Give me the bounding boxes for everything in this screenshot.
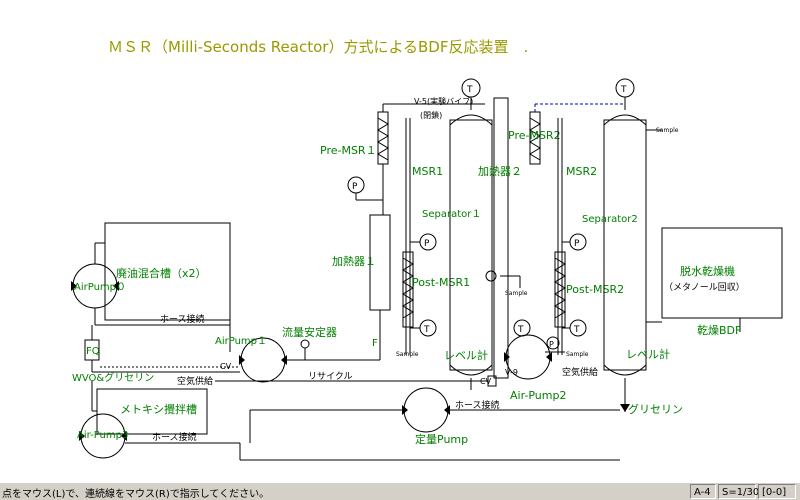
t-label-4: T (517, 325, 524, 335)
air-pump2-label: Air-Pump2 (510, 389, 566, 402)
t-label-1: T (466, 85, 473, 95)
p-label-4: P (549, 340, 554, 349)
pressure-gauge-4 (546, 336, 560, 350)
level-meter1-label: レベル計 (444, 348, 488, 362)
scale-indicator[interactable]: S=1/30 (718, 484, 759, 499)
metering-pump (403, 387, 449, 433)
v5-label: V-5(実験バイブ) (414, 96, 473, 106)
pre-msr1-label: Pre-MSR１ (320, 144, 377, 157)
air-pump3-label: Air-Pump3 (77, 430, 128, 441)
post-msr1 (402, 251, 414, 328)
methoxy-tank-label: メトキシ攪拌槽 (120, 402, 197, 416)
heater2-label: 加熱器２ (478, 165, 522, 178)
msr2-label: MSR2 (566, 165, 597, 178)
pre-msr1 (377, 111, 389, 165)
separator2 (603, 119, 647, 371)
post-msr1-label: Post-MSR1 (412, 276, 470, 289)
status-bar: 点をマウス(L)で、連続線をマウス(R)で指示してください。 A-4 S=1/3… (0, 482, 800, 500)
diagram-title: ＭＳＲ（Milli-Seconds Reactor）方式によるBDF反応装置 . (108, 38, 528, 56)
f-label: F (372, 338, 378, 349)
hose-conn3-label: ホース接続 (455, 399, 500, 411)
heater2 (493, 97, 509, 379)
sheet-size[interactable]: A-4 (690, 484, 716, 499)
v5b-label: (閉鎖) (420, 110, 442, 120)
sample-label-3: Sample (566, 351, 589, 358)
hose-conn1-label: ホース接続 (160, 313, 205, 325)
separator2-label: Separator2 (582, 214, 638, 225)
drawing-canvas[interactable]: ＭＳＲ（Milli-Seconds Reactor）方式によるBDF反応装置 .… (0, 0, 800, 482)
methanol-recovery-label: （メタノール回収） (664, 281, 745, 293)
post-msr2 (554, 251, 566, 328)
heater2-node (485, 270, 497, 282)
process-diagram: ＭＳＲ（Milli-Seconds Reactor）方式によるBDF反応装置 .… (71, 38, 783, 461)
hose-conn2-label: ホース接続 (152, 431, 197, 443)
flow-stabilizer-label: 流量安定器 (282, 325, 337, 339)
separator1 (449, 119, 493, 371)
air-supply1-label: 空気供給 (177, 375, 213, 387)
air-pump0-label: AirPump０ (74, 282, 126, 293)
v9-label: V-9 (505, 368, 518, 377)
sample-label-2: Sample (505, 290, 528, 297)
air-supply2-label: 空気供給 (562, 366, 598, 378)
sample-label-4: Sample (656, 127, 679, 134)
sample-label-1: Sample (396, 351, 419, 358)
pre-msr2-label: Pre-MSR2 (508, 129, 561, 142)
waste-tank-label: 廃油混合槽（x2） (116, 266, 207, 280)
p-label-1: P (352, 182, 358, 192)
t-label-5: T (620, 85, 627, 95)
cv-label-1: CV (220, 362, 232, 371)
dehydrator (661, 227, 783, 319)
separator1-label: Separator１ (422, 209, 481, 220)
p-label-3: P (574, 239, 580, 249)
fq-label: FQ (86, 346, 100, 357)
p-label-2: P (424, 239, 430, 249)
t-label-3: T (573, 325, 580, 335)
metering-pump-label: 定量Pump (415, 432, 468, 446)
msr1-label: MSR1 (412, 165, 443, 178)
level-meter2-label: レベル計 (626, 347, 670, 361)
recycle-label: リサイクル (308, 371, 353, 382)
waste-oil-tank (104, 222, 231, 321)
t-label-2: T (423, 325, 430, 335)
layer-indicator[interactable]: [0-0] (758, 484, 796, 499)
status-message: 点をマウス(L)で、連続線をマウス(R)で指示してください。 (2, 489, 270, 500)
post-msr2-label: Post-MSR2 (566, 283, 624, 296)
dehydrator-label: 脱水乾燥機 (680, 264, 735, 278)
heater1-label: 加熱器１ (332, 255, 376, 268)
glycerin-label: グリセリン (628, 402, 683, 416)
air-pump1-label: AirPump１ (215, 336, 267, 347)
wvo-glycerin-label: WVO&グリセリン (72, 371, 154, 384)
dry-bdf-label: 乾燥BDF (697, 324, 741, 337)
flow-stabilizer-gauge (300, 339, 310, 349)
